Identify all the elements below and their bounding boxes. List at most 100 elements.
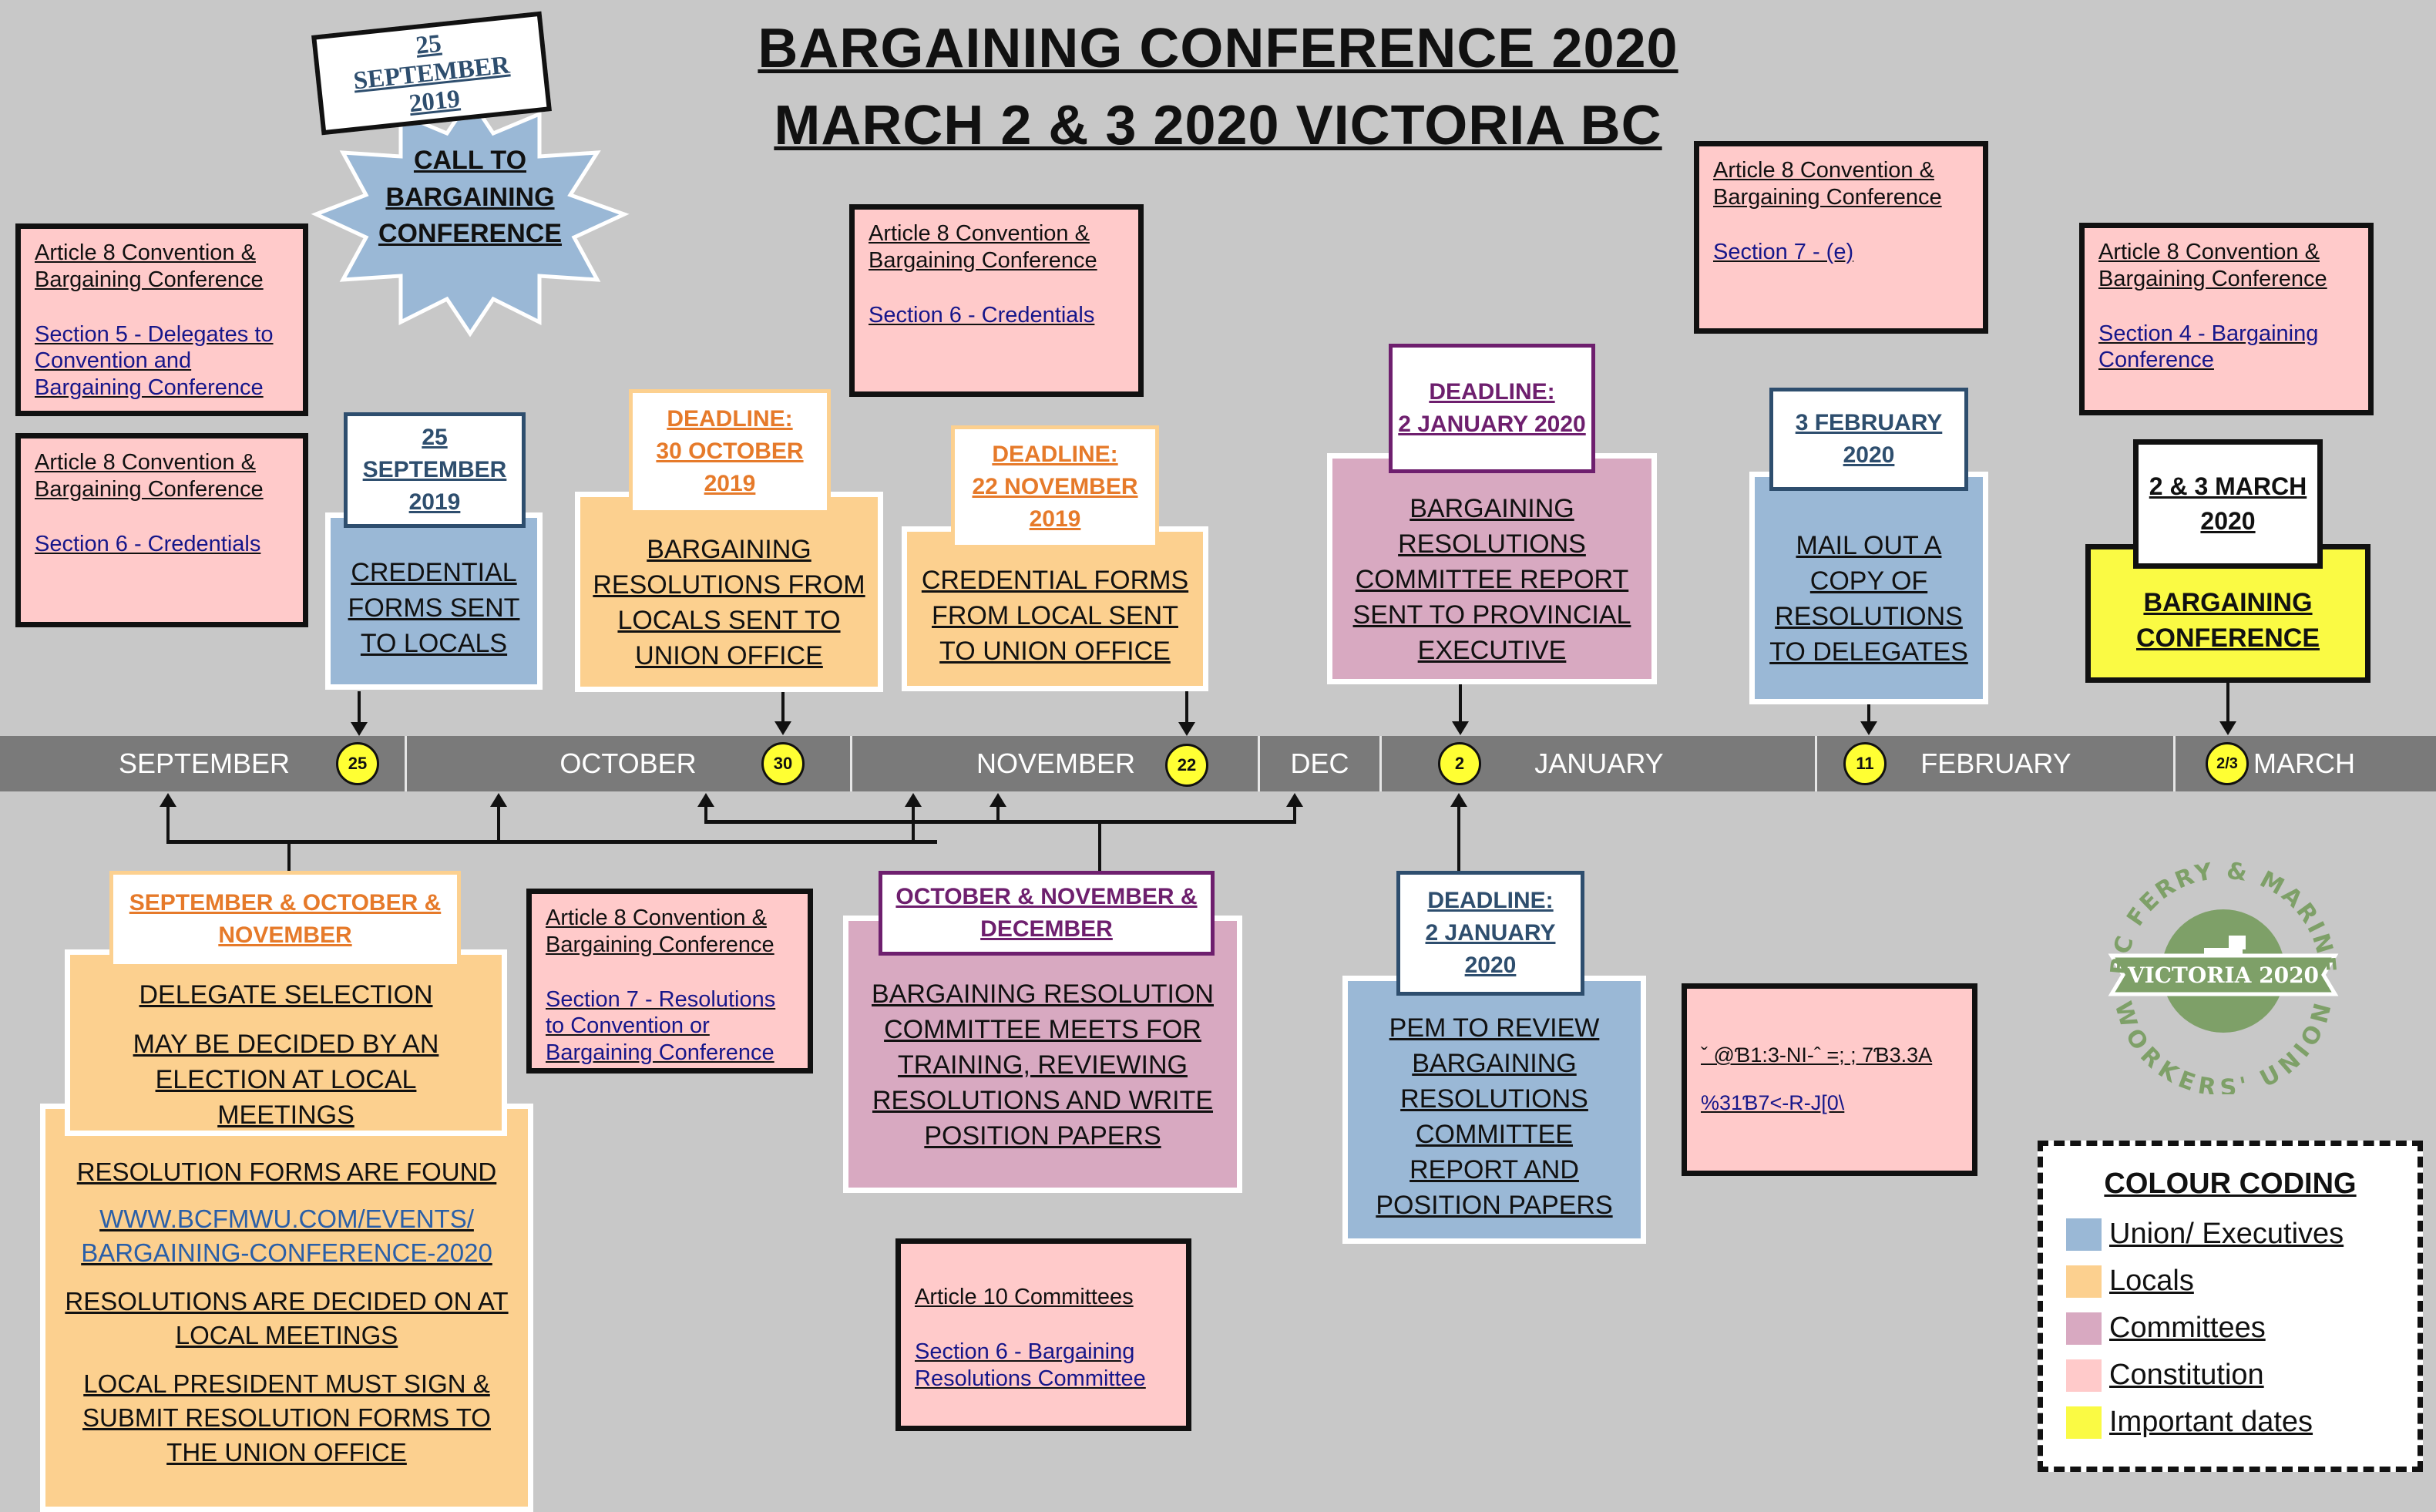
arrow-up-icon — [990, 793, 1006, 807]
committee-meets-date-tag: OCTOBER & NOVEMBER & DECEMBER — [879, 871, 1215, 956]
date-marker-2: 2 — [1438, 742, 1481, 785]
connector-line — [2226, 683, 2229, 723]
constitution-box-section-6: Article 8 Convention & Bargaining Confer… — [15, 433, 308, 627]
page-subtitle: MARCH 2 & 3 2020 VICTORIA BC — [774, 95, 1662, 156]
resolutions-decided-label: RESOLUTIONS ARE DECIDED ON AT LOCAL MEET… — [65, 1286, 509, 1350]
connector-line — [1185, 691, 1188, 724]
delegate-selection-title: DELEGATE SELECTION — [139, 980, 433, 1010]
bracket-line — [704, 820, 1296, 824]
legend-item-locals: Locals — [2066, 1265, 2394, 1298]
mailout-date-tag: 3 FEBRUARY 2020 — [1769, 388, 1968, 491]
section-link[interactable]: Section 6 - Credentials — [35, 531, 261, 556]
connector-line — [166, 805, 170, 842]
date-marker-22: 22 — [1165, 744, 1208, 787]
section-link[interactable]: Section 4 - Bargaining Conference — [2098, 321, 2319, 373]
legend-item-constitution: Constitution — [2066, 1359, 2394, 1392]
section-link[interactable]: Section 6 - Bargaining Resolutions Commi… — [915, 1339, 1146, 1391]
swatch-icon — [2066, 1406, 2102, 1439]
swatch-icon — [2066, 1265, 2102, 1298]
legend-item-union: Union/ Executives — [2066, 1218, 2394, 1251]
arrow-up-icon — [697, 793, 714, 807]
constitution-box-article-10: Article 10 Committees Section 6 - Bargai… — [895, 1238, 1191, 1431]
garbled-text-line: ˇ @Ɓ1:3-ΝΙ-ˆ =; ; 7Ɓ3.3A — [1701, 1043, 1933, 1067]
pem-deadline-tag: DEADLINE: 2 JANUARY 2020 — [1396, 871, 1584, 996]
month-december: DEC — [1290, 748, 1349, 779]
conference-date-tag: 2 & 3 MARCH 2020 — [2133, 439, 2323, 569]
credforms-deadline-tag: DEADLINE: 22 NOVEMBER 2019 — [951, 425, 1159, 549]
month-divider — [1815, 736, 1817, 791]
deadline-label: DEADLINE: — [667, 406, 793, 432]
article-label: Article 10 Committees — [915, 1285, 1134, 1309]
connector-line — [1457, 805, 1460, 871]
deadline-label: DEADLINE: — [1429, 379, 1555, 405]
legend-label: Union/ Executives — [2109, 1218, 2344, 1250]
committee-report-deadline-tag: DEADLINE: 2 JANUARY 2020 — [1389, 344, 1595, 473]
legend-title: COLOUR CODING — [2104, 1168, 2357, 1200]
resolution-forms-label: RESOLUTION FORMS ARE FOUND — [76, 1158, 497, 1186]
date-marker-30: 30 — [761, 742, 805, 785]
month-divider — [850, 736, 852, 791]
legend-label: Important dates — [2109, 1406, 2313, 1438]
section-link[interactable]: Section 7 - (e) — [1713, 239, 1854, 264]
arrow-down-icon — [774, 721, 791, 735]
article-label: Article 8 Convention & Bargaining Confer… — [1713, 158, 1942, 210]
section-link[interactable]: Section 6 - Credentials — [869, 302, 1095, 328]
bargaining-conference-link[interactable]: WWW.BCFMWU.COM/EVENTS/ BARGAINING-CONFER… — [81, 1204, 492, 1268]
connector-line — [1867, 704, 1870, 723]
constitution-box-section-7e: Article 8 Convention & Bargaining Confer… — [1694, 141, 1988, 334]
colour-legend: COLOUR CODING Union/ Executives Locals C… — [2038, 1141, 2423, 1472]
arrow-up-icon — [1450, 793, 1467, 807]
connector-line — [996, 805, 1000, 822]
month-divider — [1258, 736, 1260, 791]
month-september: SEPTEMBER — [118, 748, 291, 779]
swatch-icon — [2066, 1312, 2102, 1345]
arrow-down-icon — [1178, 722, 1195, 736]
connector-line — [287, 842, 291, 874]
deadline-date: 2 JANUARY 2020 — [1398, 412, 1586, 437]
mail-out-box: MAIL OUT A COPY OF RESOLUTIONS TO DELEGA… — [1749, 472, 1988, 704]
connector-line — [358, 691, 361, 724]
credential-forms-deadline-box: CREDENTIAL FORMS FROM LOCAL SENT TO UNIO… — [902, 526, 1208, 691]
connector-line — [1293, 805, 1296, 822]
article-label: Article 8 Convention & Bargaining Confer… — [35, 450, 264, 502]
connector-line — [781, 692, 785, 723]
arrow-down-icon — [1452, 721, 1469, 735]
swatch-icon — [2066, 1218, 2102, 1251]
delegate-selection-text: MAY BE DECIDED BY AN ELECTION AT LOCAL M… — [133, 1029, 439, 1130]
legend-item-important: Important dates — [2066, 1406, 2394, 1439]
constitution-box-section-5: Article 8 Convention & Bargaining Confer… — [15, 223, 308, 416]
arrow-up-icon — [905, 793, 922, 807]
article-label: Article 8 Convention & Bargaining Confer… — [869, 221, 1097, 273]
article-label: Article 8 Convention & Bargaining Confer… — [546, 906, 774, 957]
arrow-down-icon — [2219, 721, 2236, 735]
constitution-box-garbled: ˇ @Ɓ1:3-ΝΙ-ˆ =; ; 7Ɓ3.3A %31Ɓ7<-R-J[0\ — [1682, 983, 1977, 1176]
credential-date-tag: 25 SEPTEMBER 2019 — [344, 412, 526, 528]
garbled-section-link[interactable]: %31Ɓ7<-R-J[0\ — [1701, 1091, 1845, 1115]
delegate-date-tag: SEPTEMBER & OCTOBER & NOVEMBER — [109, 871, 461, 968]
section-link[interactable]: Section 7 - Resolutions to Convention or… — [546, 986, 776, 1066]
constitution-box-section-4: Article 8 Convention & Bargaining Confer… — [2079, 223, 2374, 415]
legend-item-committees: Committees — [2066, 1312, 2394, 1345]
arrow-down-icon — [351, 722, 368, 736]
deadline-label: DEADLINE: — [1427, 888, 1554, 913]
section-link[interactable]: Section 5 - Delegates to Convention and … — [35, 321, 274, 401]
deadline-date: 30 OCTOBER 2019 — [656, 438, 804, 496]
month-divider — [2173, 736, 2176, 791]
month-january: JANUARY — [1534, 748, 1664, 779]
swatch-icon — [2066, 1359, 2102, 1392]
resolutions-box: BARGAINING RESOLUTIONS FROM LOCALS SENT … — [575, 492, 883, 692]
resolution-forms-box: RESOLUTION FORMS ARE FOUND WWW.BCFMWU.CO… — [40, 1104, 533, 1512]
union-logo: BC FERRY & MARINE VICTORIA 2020 WORKERS'… — [2105, 857, 2338, 1094]
arrow-down-icon — [1860, 721, 1877, 735]
month-divider — [405, 736, 407, 791]
date-marker-11: 11 — [1843, 742, 1887, 785]
month-february: FEBRUARY — [1920, 748, 2071, 779]
committee-meets-box: BARGAINING RESOLUTION COMMITTEE MEETS FO… — [843, 916, 1242, 1193]
date-marker-2-3: 2/3 — [2206, 742, 2249, 785]
month-october: OCTOBER — [559, 748, 697, 779]
legend-label: Constitution — [2109, 1359, 2264, 1391]
page-title: BARGAINING CONFERENCE 2020 — [758, 18, 1678, 79]
bracket-line — [166, 840, 937, 844]
month-march: MARCH — [2253, 748, 2355, 779]
starburst-shape — [311, 95, 630, 338]
